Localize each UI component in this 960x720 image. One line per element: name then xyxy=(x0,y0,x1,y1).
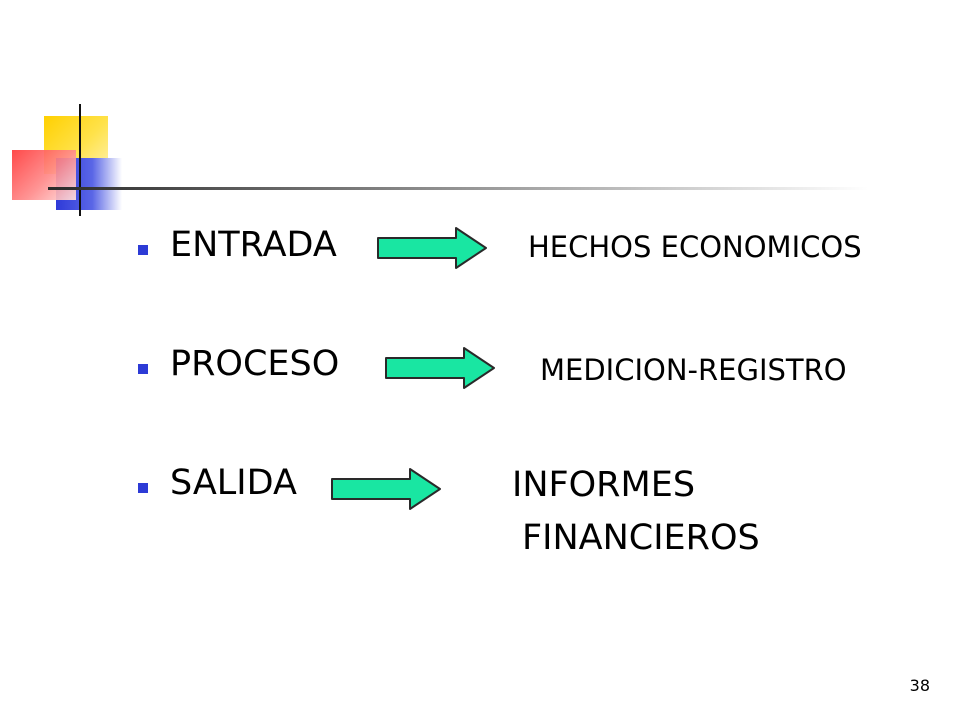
ornament-vertical-line xyxy=(79,104,81,216)
bullet-label: ENTRADA xyxy=(170,225,337,265)
bullet-result-line1: INFORMES xyxy=(512,465,696,505)
right-arrow-icon xyxy=(385,347,495,389)
square-bullet-icon xyxy=(138,364,148,374)
right-arrow-icon xyxy=(377,227,487,269)
bullet-result: MEDICION-REGISTRO xyxy=(540,353,847,387)
bullet-result: HECHOS ECONOMICOS xyxy=(528,230,862,264)
square-bullet-icon xyxy=(138,483,148,493)
corner-ornament xyxy=(0,0,960,230)
bullet-label: PROCESO xyxy=(170,344,340,384)
title-divider-line xyxy=(48,187,868,190)
bullet-label: SALIDA xyxy=(170,463,297,503)
square-bullet-icon xyxy=(138,245,148,255)
right-arrow-icon xyxy=(331,468,441,510)
page-number: 38 xyxy=(909,676,930,695)
bullet-result-line2: FINANCIEROS xyxy=(522,518,760,558)
ornament-red-square xyxy=(12,150,76,200)
